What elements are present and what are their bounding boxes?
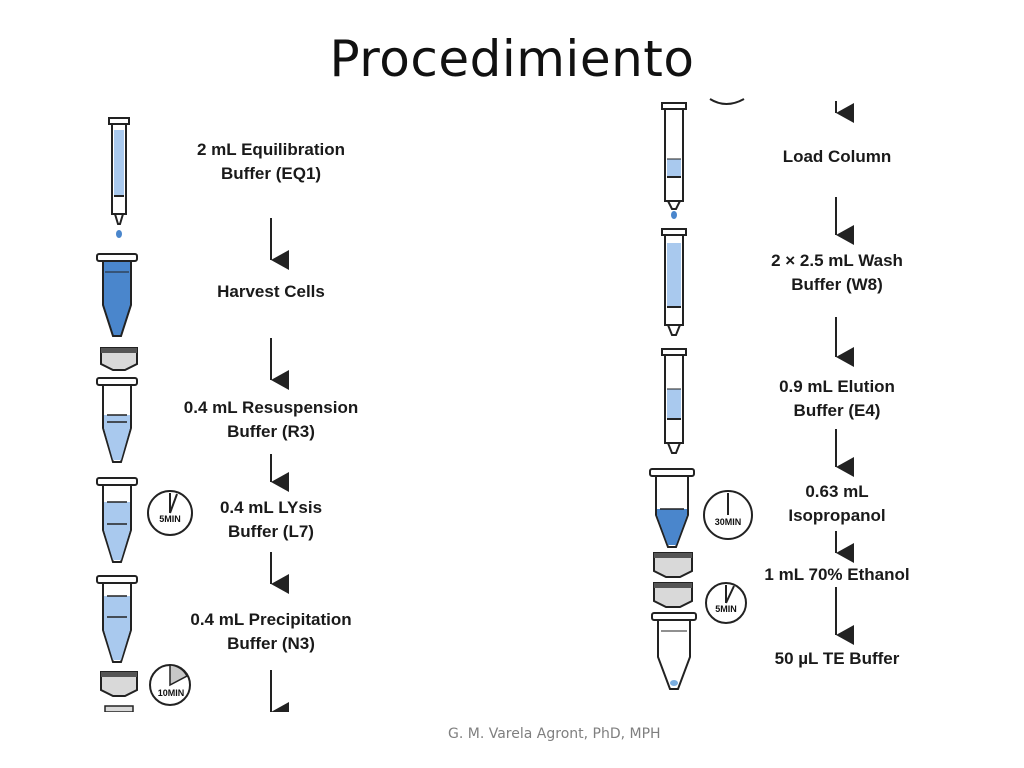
centrifuge-icon — [100, 671, 138, 712]
timer-label: 30MIN — [715, 517, 742, 527]
timer-icon — [149, 664, 191, 706]
step-label: 0.63 mL Isopropanol — [788, 482, 886, 525]
step-label: Load Column — [782, 147, 892, 166]
column-icon — [661, 348, 687, 454]
timer-label: 5MIN — [715, 604, 737, 614]
centrifuge-icon — [653, 552, 693, 608]
step-label: 50 µL TE Buffer — [774, 649, 900, 668]
tube-icon — [96, 253, 138, 337]
centrifuge-icon — [100, 347, 138, 371]
column-icon — [661, 102, 687, 219]
right-protocol-panel: 30MIN 5MIN Load Column 2 × 2.5 mL — [648, 95, 958, 695]
slide-title: Procedimiento — [329, 30, 695, 88]
timer-icon — [705, 582, 747, 624]
step-label: 0.9 mL Elution Buffer (E4) — [779, 377, 895, 420]
timer-label: 10MIN — [158, 688, 185, 698]
left-protocol-illustration: 5MIN 10MIN — [96, 117, 289, 712]
slide-footer: G. M. Varela Agront, PhD, MPH — [448, 726, 661, 742]
connector-curve — [709, 98, 745, 105]
tube-icon — [96, 575, 138, 663]
tube-icon — [649, 468, 695, 548]
step-label: Harvest Cells — [217, 282, 325, 301]
step-label: 0.4 mL LYsis Buffer (L7) — [219, 498, 323, 541]
step-label: 0.4 mL Resuspension Buffer (R3) — [183, 398, 359, 441]
timer-icon — [703, 490, 753, 540]
step-label: 0.4 mL Precipitation Buffer (N3) — [190, 610, 352, 653]
step-label: 1 mL 70% Ethanol — [764, 565, 910, 584]
timer-icon — [147, 490, 193, 536]
step-label: 2 × 2.5 mL Wash Buffer (W8) — [771, 251, 903, 294]
column-icon — [661, 228, 687, 336]
column-icon — [108, 117, 130, 238]
tube-icon — [96, 477, 138, 563]
left-protocol-panel: 5MIN 10MIN 2 mL Equilibration Buffer (EQ… — [95, 110, 395, 712]
tube-icon — [96, 377, 138, 463]
right-protocol-illustration: 30MIN 5MIN — [649, 98, 854, 690]
timer-label: 5MIN — [159, 514, 181, 524]
step-label: 2 mL Equilibration Buffer (EQ1) — [197, 140, 345, 183]
tube-icon — [651, 612, 697, 690]
